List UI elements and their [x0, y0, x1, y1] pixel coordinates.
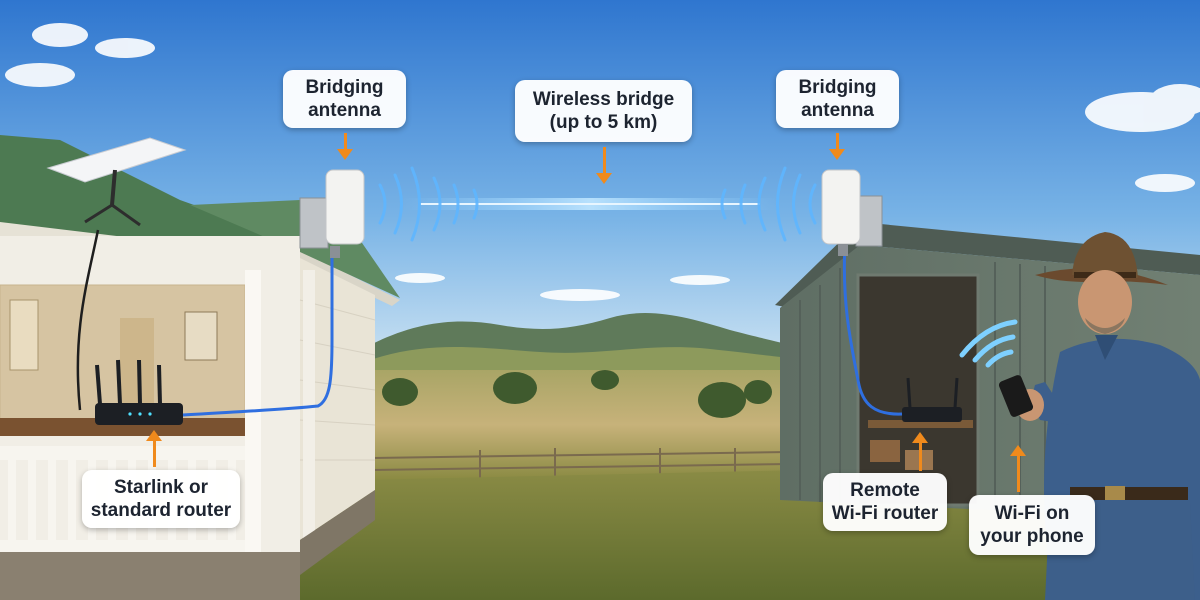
antenna-left-icon [299, 169, 365, 258]
arrow-wifi-phone [1010, 445, 1026, 492]
clouds [5, 23, 1200, 301]
trees [382, 370, 772, 418]
label-wifi-phone: Wi-Fi on your phone [969, 495, 1095, 555]
antenna-right-icon [821, 169, 883, 256]
router-left-icon [95, 359, 183, 425]
arrow-antenna-right [829, 133, 845, 160]
arrow-remote-router [912, 432, 928, 471]
arrow-starlink-router [146, 430, 162, 467]
router-right-icon [902, 377, 962, 422]
arrow-wireless-bridge [596, 147, 612, 184]
label-remote-router: Remote Wi-Fi router [823, 473, 947, 531]
label-bridging-antenna-right: Bridging antenna [776, 70, 899, 128]
wifi-icon [959, 319, 1018, 368]
ethernet-cable-left [182, 248, 334, 417]
label-wireless-bridge: Wireless bridge (up to 5 km) [515, 80, 692, 142]
wireless-wave-icon [378, 166, 817, 242]
arrow-antenna-left [337, 133, 353, 160]
fence [369, 448, 791, 478]
label-bridging-antenna-left: Bridging antenna [283, 70, 406, 128]
label-starlink-router: Starlink or standard router [82, 470, 240, 528]
ethernet-cable-right [842, 244, 903, 416]
starlink-dish-icon [46, 137, 187, 411]
